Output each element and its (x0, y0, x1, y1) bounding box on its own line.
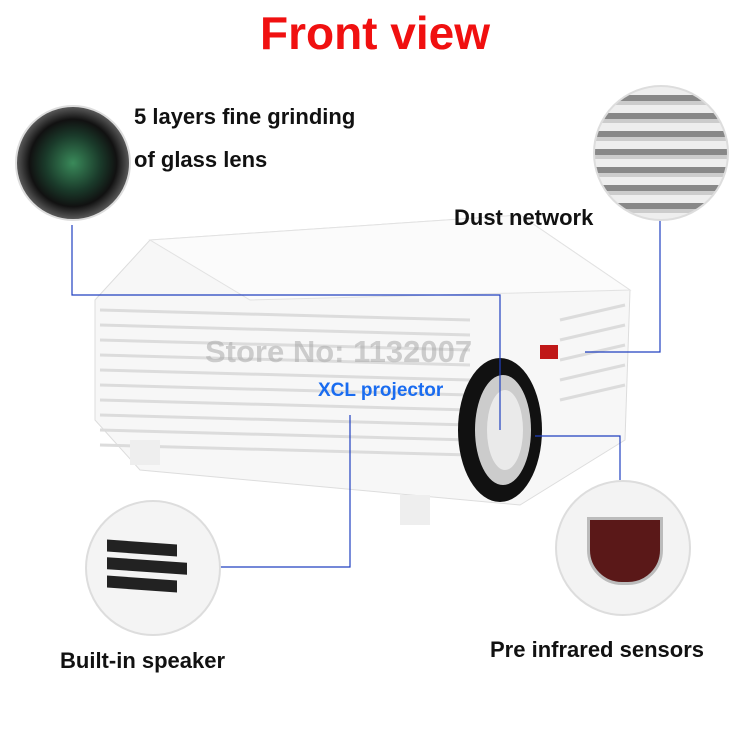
speaker-callout-line (215, 415, 351, 568)
vent-slats (99, 303, 626, 457)
projector-foot (130, 440, 160, 465)
lens-label-line2: of glass lens (134, 147, 268, 172)
infrared-sensor-window (587, 517, 663, 585)
dust-network-label: Dust network (454, 205, 594, 230)
watermark: Store No: 1132007 (205, 334, 473, 369)
projector-foot (400, 495, 430, 525)
speaker-slot (107, 557, 187, 575)
speaker-label: Built-in speaker (60, 648, 226, 673)
page-title: Front view (259, 7, 491, 59)
projector-top (148, 214, 632, 301)
infrared-label: Pre infrared sensors (490, 637, 704, 662)
lens-label-line1: 5 layers fine grinding (134, 104, 356, 129)
brand-label: XCL projector (318, 380, 444, 401)
speaker-slot (107, 575, 177, 593)
projector-body (94, 214, 632, 525)
dust-network-closeup (593, 85, 729, 221)
dust-callout-line (585, 215, 661, 353)
callout-lines (71, 215, 661, 568)
speaker-slot (107, 539, 177, 557)
lens-callout-line (71, 225, 501, 430)
projector-lens-center (487, 390, 523, 470)
speaker-closeup (85, 500, 221, 636)
lens-closeup (15, 105, 131, 221)
infrared-sensor-closeup (555, 480, 691, 616)
infrared-callout-line (535, 435, 621, 480)
infrared-window (540, 345, 558, 359)
